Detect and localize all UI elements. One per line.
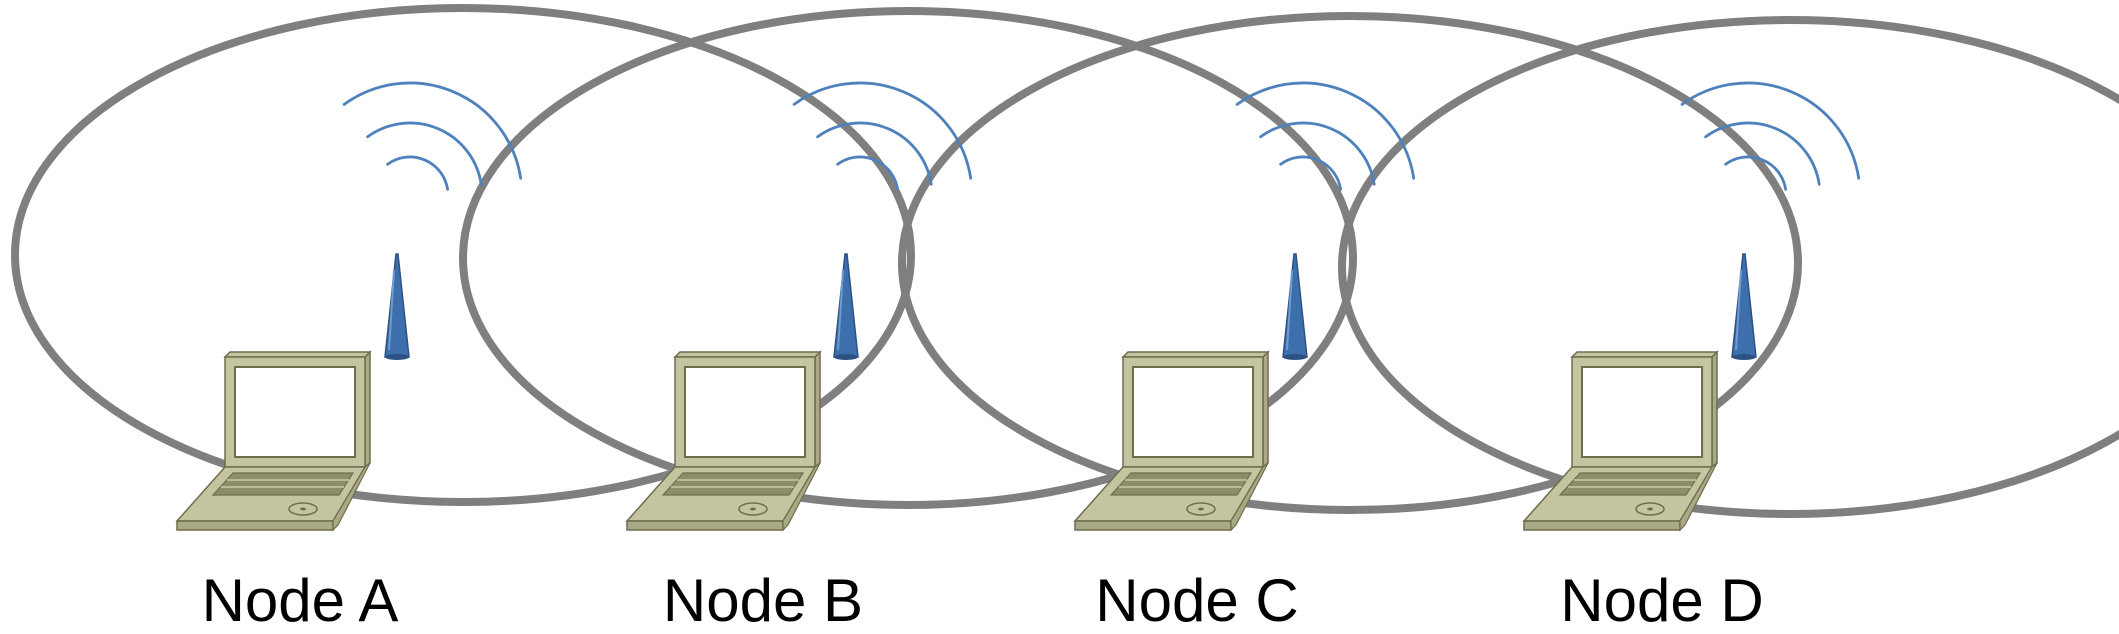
antenna-icon	[833, 253, 859, 360]
range-circle-node-d	[1338, 16, 2119, 518]
signal-wave-2	[366, 121, 483, 186]
labels-group: Node A Node B Node C Node D	[202, 567, 1764, 634]
signal-wave-1	[1279, 155, 1342, 191]
signal-wave-3	[1680, 81, 1861, 180]
laptop-icon	[1522, 350, 1719, 532]
signal-wave-2	[816, 121, 933, 186]
signal-wave-3	[1235, 81, 1416, 180]
signal-wave-1	[386, 155, 449, 191]
antenna-icon	[1282, 253, 1308, 360]
laptop-icon	[625, 350, 822, 532]
signal-wave-1	[836, 155, 899, 191]
signal-wave-2	[1259, 121, 1376, 186]
node-label-node-a: Node A	[202, 567, 399, 634]
wifi-signal-icon	[792, 81, 973, 191]
node-node-a	[175, 81, 523, 532]
node-node-b	[625, 81, 973, 532]
signal-wave-3	[792, 81, 973, 180]
node-label-node-c: Node C	[1095, 567, 1298, 634]
signal-wave-1	[1724, 155, 1787, 191]
antenna-icon	[1731, 253, 1757, 360]
signal-wave-2	[1704, 121, 1821, 186]
wifi-signal-icon	[342, 81, 523, 191]
wifi-signal-icon	[1680, 81, 1861, 191]
node-label-node-b: Node B	[663, 567, 863, 634]
node-label-node-d: Node D	[1560, 567, 1763, 634]
antenna-icon	[384, 253, 410, 360]
range-circle-node-a	[11, 4, 915, 506]
signal-wave-3	[342, 81, 523, 180]
range-circle-node-c	[898, 12, 1802, 514]
nodes-group	[175, 81, 1861, 532]
laptop-icon	[175, 350, 372, 532]
wifi-signal-icon	[1235, 81, 1416, 191]
node-node-d	[1522, 81, 1861, 532]
range-circle-node-b	[459, 7, 1357, 509]
laptop-icon	[1073, 350, 1270, 532]
node-node-c	[1073, 81, 1416, 532]
range-ellipses	[11, 4, 2119, 518]
